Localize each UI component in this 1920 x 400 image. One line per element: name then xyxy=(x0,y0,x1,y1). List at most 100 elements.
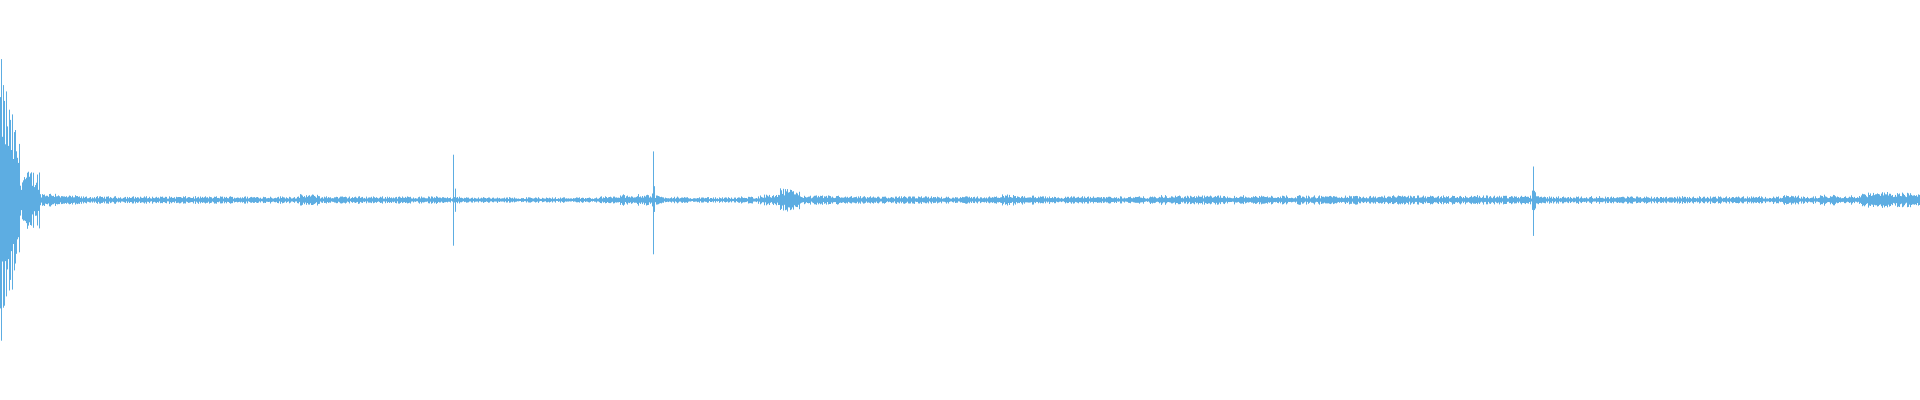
waveform-sample xyxy=(1737,197,1738,203)
waveform-sample xyxy=(1180,196,1181,204)
waveform-sample xyxy=(714,198,715,202)
waveform-sample xyxy=(148,198,149,202)
waveform-sample xyxy=(839,197,840,203)
waveform-sample xyxy=(273,198,274,202)
waveform-sample xyxy=(1654,197,1655,204)
waveform-sample xyxy=(104,196,105,204)
waveform-sample xyxy=(574,198,575,202)
waveform-sample xyxy=(820,195,821,205)
waveform-sample xyxy=(753,198,754,202)
waveform-sample xyxy=(519,198,520,202)
waveform-sample xyxy=(429,196,430,204)
waveform-sample xyxy=(535,197,536,203)
waveform-sample xyxy=(998,197,999,203)
waveform-sample xyxy=(365,198,366,202)
waveform-sample xyxy=(1073,196,1074,204)
waveform-sample xyxy=(895,196,896,204)
waveform-sample xyxy=(1406,197,1407,203)
waveform-sample xyxy=(1526,196,1527,203)
waveform-sample xyxy=(98,198,99,202)
waveform-sample xyxy=(989,196,990,204)
waveform-sample xyxy=(970,198,971,202)
waveform-sample xyxy=(1680,197,1681,203)
waveform-sample xyxy=(933,197,934,204)
waveform-sample xyxy=(1301,197,1302,203)
waveform-sample xyxy=(629,196,630,204)
waveform-sample xyxy=(1167,198,1168,203)
waveform-sample xyxy=(1511,196,1512,205)
waveform-sample xyxy=(367,198,368,202)
waveform-sample xyxy=(121,198,122,202)
waveform-sample xyxy=(881,198,882,202)
waveform-sample xyxy=(641,197,642,203)
waveform-sample xyxy=(1818,198,1819,202)
waveform-sample xyxy=(1817,198,1818,202)
waveform-sample xyxy=(858,196,859,204)
waveform-sample xyxy=(479,198,480,202)
waveform-sample xyxy=(1915,196,1916,205)
waveform-sample xyxy=(288,198,289,202)
waveform-sample xyxy=(1549,196,1550,204)
waveform-sample xyxy=(975,198,976,202)
waveform-sample xyxy=(403,197,404,203)
waveform-sample xyxy=(1723,197,1724,203)
waveform-sample xyxy=(1381,196,1382,204)
waveform-sample xyxy=(1834,195,1835,206)
waveform-sample xyxy=(1565,197,1566,203)
waveform-sample xyxy=(740,198,741,202)
waveform-sample xyxy=(743,198,744,203)
waveform-sample xyxy=(332,198,333,202)
waveform-sample xyxy=(1333,196,1334,205)
waveform-sample xyxy=(347,198,348,202)
waveform-sample xyxy=(1036,198,1037,202)
waveform-sample xyxy=(250,197,251,203)
waveform-sample xyxy=(913,196,914,204)
waveform-sample xyxy=(799,191,800,210)
waveform-sample xyxy=(664,198,665,202)
waveform-sample xyxy=(219,198,220,202)
waveform-sample xyxy=(521,198,522,203)
waveform-sample xyxy=(271,197,272,203)
waveform-sample xyxy=(1913,195,1914,205)
waveform-sample xyxy=(719,197,720,203)
waveform-sample xyxy=(597,198,598,202)
waveform-sample xyxy=(957,197,958,203)
waveform-sample xyxy=(1891,195,1892,205)
waveform-sample xyxy=(1843,198,1844,202)
waveform-sample xyxy=(616,197,617,203)
waveform-sample xyxy=(1571,198,1572,203)
waveform-sample xyxy=(679,198,680,202)
waveform-sample xyxy=(581,198,582,203)
waveform-sample xyxy=(1202,195,1203,205)
waveform-sample xyxy=(860,196,861,204)
waveform-sample xyxy=(927,197,928,203)
waveform-sample xyxy=(1183,198,1184,202)
waveform-sample xyxy=(309,195,310,205)
waveform-sample xyxy=(1259,196,1260,205)
waveform-sample xyxy=(1341,196,1342,203)
waveform-sample xyxy=(275,197,276,203)
waveform-sample xyxy=(1637,196,1638,203)
waveform-sample xyxy=(1705,198,1706,202)
waveform-sample xyxy=(45,196,46,204)
waveform-sample xyxy=(1781,198,1782,202)
waveform-sample xyxy=(464,197,465,203)
waveform-sample xyxy=(1415,198,1416,202)
waveform-sample xyxy=(1790,197,1791,203)
waveform-sample xyxy=(1162,196,1163,204)
waveform-sample xyxy=(1874,195,1875,205)
waveform-sample xyxy=(595,198,596,202)
waveform-sample xyxy=(330,197,331,203)
waveform-sample xyxy=(549,197,550,203)
waveform-sample xyxy=(53,195,54,205)
waveform-sample xyxy=(976,197,977,203)
waveform-sample xyxy=(285,198,286,202)
waveform-sample xyxy=(1463,197,1464,204)
waveform-sample xyxy=(1853,197,1854,202)
waveform-sample xyxy=(1517,198,1518,202)
waveform-sample xyxy=(1203,198,1204,202)
waveform-sample xyxy=(681,197,682,203)
waveform-sample xyxy=(242,197,243,203)
waveform-sample xyxy=(1218,195,1219,205)
waveform-sample xyxy=(886,197,887,203)
